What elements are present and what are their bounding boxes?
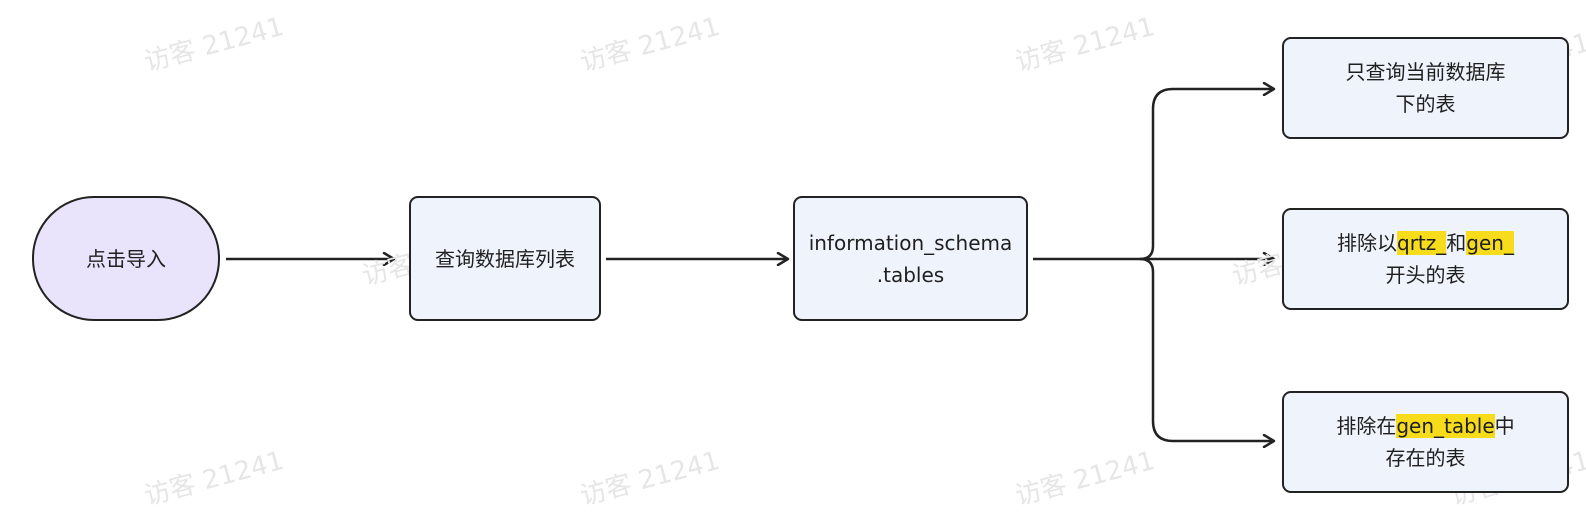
filter-gen-table-node: 排除在gen_table中 存在的表 — [1282, 391, 1569, 493]
information-schema-text: information_schema .tables — [809, 227, 1013, 291]
start-node-label: 点击导入 — [86, 246, 166, 271]
filter-gen-table-line-1: 排除在gen_table中 — [1336, 410, 1515, 442]
query-db-list-node: 查询数据库列表 — [409, 196, 601, 321]
filter-prefix-node: 排除以qrtz_和gen_ 开头的表 — [1282, 208, 1569, 310]
filter-gen-table-lead: 排除在 — [1336, 414, 1397, 438]
information-schema-node: information_schema .tables — [793, 196, 1028, 321]
filter-gen-table-line-2: 存在的表 — [1385, 446, 1466, 470]
filter-current-db-node: 只查询当前数据库 下的表 — [1282, 37, 1569, 139]
highlight-gen: gen_ — [1466, 231, 1514, 255]
filter-prefix-lead: 排除以 — [1337, 231, 1398, 255]
start-node: 点击导入 — [32, 196, 220, 321]
arrow-branch-top — [1139, 89, 1274, 261]
filter-current-db-text: 只查询当前数据库 下的表 — [1346, 56, 1506, 120]
query-db-list-label: 查询数据库列表 — [435, 246, 575, 271]
filter-prefix-line-1: 排除以qrtz_和gen_ — [1337, 227, 1514, 259]
filter-prefix-and: 和 — [1446, 231, 1467, 255]
filter-gen-table-text: 排除在gen_table中 存在的表 — [1336, 410, 1515, 474]
filter-prefix-text: 排除以qrtz_和gen_ 开头的表 — [1337, 227, 1514, 291]
filter-current-db-line-2: 下的表 — [1395, 92, 1456, 116]
highlight-qrtz: qrtz_ — [1397, 231, 1447, 255]
highlight-gen-table: gen_table — [1396, 414, 1495, 438]
filter-gen-table-suffix: 中 — [1494, 414, 1515, 438]
information-schema-line-2: .tables — [876, 262, 945, 287]
arrow-branch-bottom — [1139, 257, 1274, 441]
filter-current-db-line-1: 只查询当前数据库 — [1345, 60, 1506, 84]
filter-prefix-line-2: 开头的表 — [1385, 263, 1466, 287]
information-schema-line-1: information_schema — [808, 230, 1013, 255]
